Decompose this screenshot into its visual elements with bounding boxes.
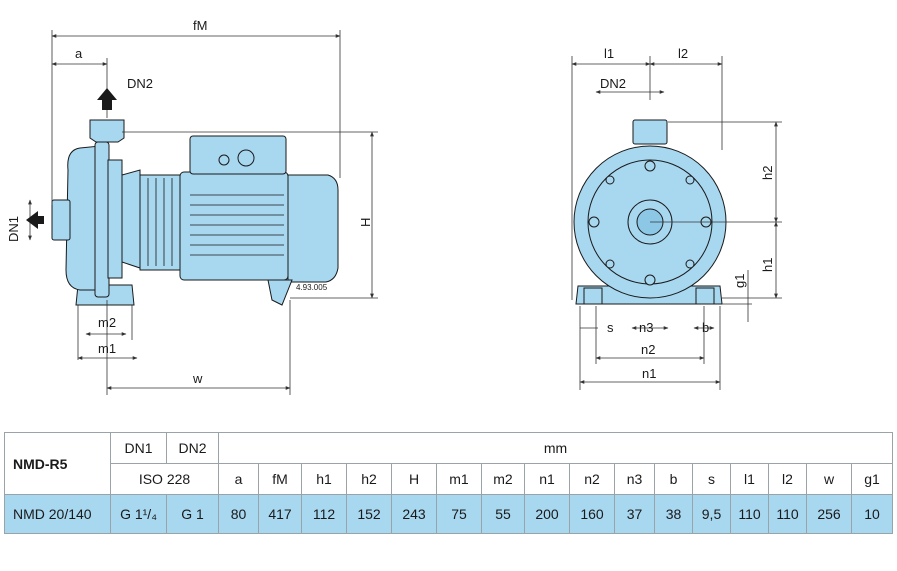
column-header: H xyxy=(391,463,437,495)
side-view-dimensions xyxy=(28,30,378,395)
value-cell: 110 xyxy=(768,494,807,534)
column-header: w xyxy=(806,463,852,495)
table-header-row-2: ISO 228 a fM h1 h2 H m1 m2 n1 n2 n3 b s … xyxy=(5,463,893,495)
value-cell: 55 xyxy=(481,494,525,534)
cover-plate xyxy=(107,159,123,279)
dim-label-dn2-front: DN2 xyxy=(600,76,626,91)
rib-pattern xyxy=(147,178,173,266)
column-header: h2 xyxy=(346,463,392,495)
inlet-nozzle xyxy=(51,199,71,241)
column-header: m1 xyxy=(436,463,482,495)
dim-label-l2: l2 xyxy=(678,46,688,61)
dim-label-h2: h2 xyxy=(760,166,775,180)
dn2-cell: G 1 xyxy=(166,494,219,534)
column-header: h1 xyxy=(301,463,347,495)
value-cell: 417 xyxy=(258,494,302,534)
value-cell: 256 xyxy=(806,494,852,534)
table-row: NMD 20/140 G 1¹/₄ G 1 80 417 112 152 243… xyxy=(4,494,893,534)
front-view-dimensions xyxy=(571,56,782,390)
dim-label-g1: g1 xyxy=(732,274,747,288)
dim-label-dn1: DN1 xyxy=(6,216,21,242)
dim-label-n3: n3 xyxy=(639,320,653,335)
motor-foot xyxy=(267,279,293,306)
dim-label-m1: m1 xyxy=(98,341,116,356)
value-cell: 80 xyxy=(218,494,259,534)
inlet-flow-arrow xyxy=(26,211,44,229)
column-header: n2 xyxy=(569,463,615,495)
dim-label-H: H xyxy=(358,218,373,227)
dim-label-fM: fM xyxy=(193,18,207,33)
dim-label-b: b xyxy=(702,320,709,335)
outlet-nozzle xyxy=(89,119,125,143)
dim-label-w: w xyxy=(192,371,203,386)
value-cell: 110 xyxy=(730,494,769,534)
column-header: m2 xyxy=(481,463,525,495)
value-cell: 243 xyxy=(391,494,437,534)
bearing-ribs xyxy=(139,174,181,271)
column-header: s xyxy=(692,463,731,495)
value-cell: 112 xyxy=(301,494,347,534)
value-cell: 37 xyxy=(614,494,655,534)
column-header: l1 xyxy=(730,463,769,495)
dimensions-table: NMD-R5 DN1 DN2 mm ISO 228 a fM h1 h2 H m… xyxy=(4,432,893,534)
flange-plate xyxy=(94,141,110,298)
cable-gland-small xyxy=(218,154,230,166)
table-header-row-1: NMD-R5 DN1 DN2 mm xyxy=(4,432,893,495)
front-foot-right xyxy=(695,287,715,305)
dn2-header: DN2 xyxy=(166,432,219,464)
motor-bracket xyxy=(121,169,141,269)
cable-gland xyxy=(237,149,255,167)
dn1-cell: G 1¹/₄ xyxy=(110,494,167,534)
dn1-header: DN1 xyxy=(110,432,167,464)
side-view xyxy=(51,119,339,306)
pump-dimension-drawing: fM a DN2 DN1 H m2 m1 w 4.93.005 xyxy=(6,18,782,395)
motor-end-cap xyxy=(287,174,339,283)
value-cell: 75 xyxy=(436,494,482,534)
front-foot-left xyxy=(583,287,603,305)
dim-label-m2: m2 xyxy=(98,315,116,330)
unit-header: mm xyxy=(218,432,893,464)
column-header: n1 xyxy=(524,463,570,495)
column-header: n3 xyxy=(614,463,655,495)
motor-fins xyxy=(190,194,284,256)
front-view xyxy=(573,119,727,305)
dim-label-n2: n2 xyxy=(641,342,655,357)
column-header: a xyxy=(218,463,259,495)
terminal-box xyxy=(189,135,287,175)
dim-label-a: a xyxy=(75,46,83,61)
value-cell: 160 xyxy=(569,494,615,534)
drawing-reference: 4.93.005 xyxy=(296,283,328,292)
value-cell: 38 xyxy=(654,494,693,534)
dim-label-s: s xyxy=(607,320,614,335)
dim-label-h1: h1 xyxy=(760,258,775,272)
column-header: g1 xyxy=(851,463,893,495)
dim-label-dn2-side: DN2 xyxy=(127,76,153,91)
column-header: fM xyxy=(258,463,302,495)
model-header: NMD-R5 xyxy=(4,432,111,495)
motor-housing xyxy=(179,171,289,281)
value-cell: 152 xyxy=(346,494,392,534)
model-cell: NMD 20/140 xyxy=(4,494,111,534)
iso-standard-label: ISO 228 xyxy=(110,463,219,495)
value-cell: 9,5 xyxy=(692,494,731,534)
column-header: b xyxy=(654,463,693,495)
front-outlet-nozzle xyxy=(632,119,668,145)
value-cell: 200 xyxy=(524,494,570,534)
dim-label-n1: n1 xyxy=(642,366,656,381)
value-cell: 10 xyxy=(851,494,893,534)
front-bolts xyxy=(588,160,712,286)
outlet-flow-arrow xyxy=(97,88,117,110)
dim-label-l1: l1 xyxy=(604,46,614,61)
column-header: l2 xyxy=(768,463,807,495)
